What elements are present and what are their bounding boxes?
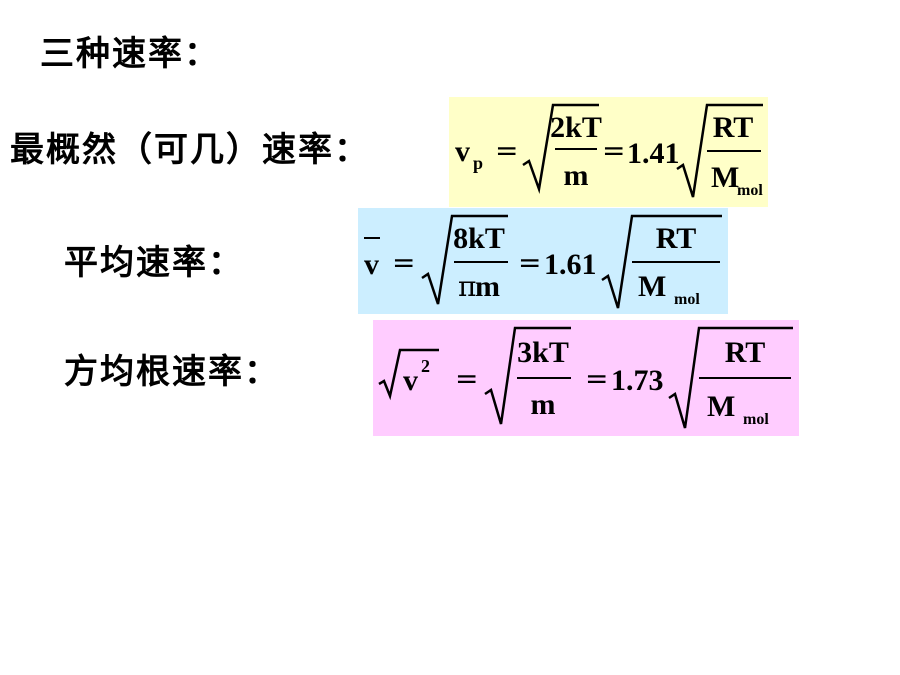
denominator-2-subscript: mol [743, 411, 769, 428]
numerator-1: 3kT [517, 336, 569, 369]
rms-speed-formula: v 2 = 3kT m = 1.73 RT M mol [373, 320, 799, 436]
most-probable-speed-label: 最概然（可几）速率： [10, 130, 370, 170]
lhs-subscript: p [473, 153, 483, 173]
rms-speed-label: 方均根速率： [64, 352, 280, 392]
denominator-1-m: m [475, 270, 500, 303]
numerator-2: RT [725, 336, 766, 369]
lhs-variable: v [403, 364, 418, 397]
slide-heading: 三种速率： [40, 34, 220, 74]
radical-sign-2 [601, 214, 722, 309]
radical-sign-1 [421, 214, 508, 305]
denominator-1: m [531, 388, 556, 421]
radical-sign-2 [676, 103, 763, 198]
denominator-2: M [638, 270, 666, 303]
lhs-superscript: 2 [421, 356, 430, 376]
denominator-1-pi: π [458, 270, 476, 303]
radical-sign-1 [522, 103, 599, 194]
radical-sign-1 [484, 326, 571, 425]
equals-sign-2: = [602, 134, 625, 167]
denominator-2: M [711, 161, 739, 194]
radical-sign-2 [668, 326, 793, 429]
lhs-variable: v [364, 248, 379, 281]
numerator-2: RT [713, 111, 754, 144]
most-probable-speed-formula-box: v p = 2kT m = 1.41 RT M mol [449, 97, 768, 207]
average-speed-formula: v = 8kT π m = 1.61 RT M mol [358, 208, 728, 314]
radical-sign-0 [378, 348, 439, 401]
coefficient: 1.61 [544, 248, 597, 281]
denominator-2: M [707, 390, 735, 423]
numerator-2: RT [656, 222, 697, 255]
equals-sign-2: = [585, 362, 608, 395]
denominator-1: m [564, 159, 589, 192]
most-probable-speed-formula: v p = 2kT m = 1.41 RT M mol [449, 97, 768, 207]
lhs-variable: v [455, 135, 470, 168]
equals-sign-2: = [518, 246, 541, 279]
equals-sign-1: = [392, 246, 415, 279]
coefficient: 1.41 [627, 137, 680, 170]
average-speed-formula-box: v = 8kT π m = 1.61 RT M mol [358, 208, 728, 314]
rms-speed-formula-box: v 2 = 3kT m = 1.73 RT M mol [373, 320, 799, 436]
numerator-1: 2kT [550, 111, 602, 144]
coefficient: 1.73 [611, 364, 664, 397]
equals-sign-1: = [495, 134, 518, 167]
denominator-2-subscript: mol [674, 291, 700, 308]
denominator-2-subscript: mol [737, 182, 763, 199]
equals-sign-1: = [455, 362, 478, 395]
numerator-1: 8kT [453, 222, 505, 255]
average-speed-label: 平均速率： [64, 243, 244, 283]
